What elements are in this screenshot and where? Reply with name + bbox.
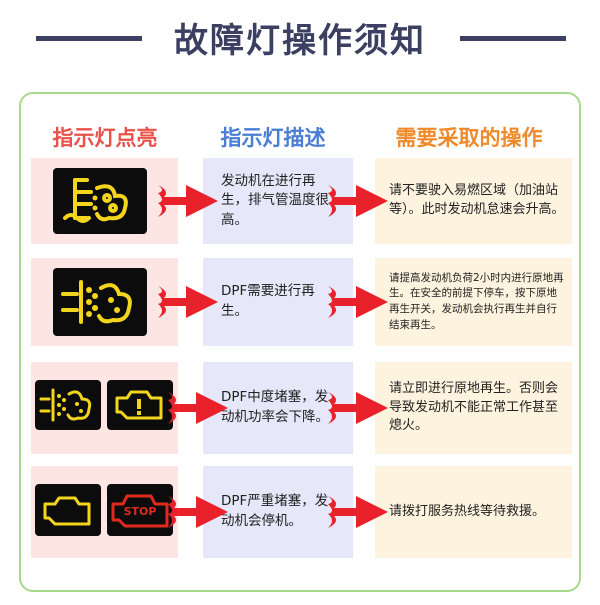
page-title: 故障灯操作须知 [174, 21, 426, 61]
row-2-desc: DPF需要进行再生。 [221, 283, 315, 319]
header-desc: 指示灯描述 [220, 126, 326, 150]
arrow-icon [168, 496, 228, 528]
row-1-desc: 发动机在进行再生，排气管温度很高。 [221, 172, 329, 228]
row-3-light-cell [31, 362, 178, 454]
row-2-desc-cell: DPF需要进行再生。 [203, 258, 353, 346]
dpf-icon [35, 380, 101, 430]
row-2-action: 请提高发动机负荷2小时内进行原地再生。在安全的前提下停车，按下原地再生开关，发动… [389, 271, 564, 331]
header-light: 指示灯点亮 [52, 126, 158, 150]
stop-engine-icon: STOP [107, 484, 173, 536]
row-4-light-cell: STOP [31, 466, 178, 558]
engine-warning-icon [107, 380, 173, 430]
dpf-icon [53, 268, 147, 336]
title-decor-line-left [36, 36, 142, 41]
stop-label: STOP [123, 505, 157, 518]
row-3-action-cell: 请立即进行原地再生。否则会导致发动机不能正常工作甚至熄火。 [375, 362, 572, 454]
row-3-desc: DPF中度堵塞，发动机功率会下降。 [221, 389, 329, 425]
title-decor-line-right [460, 36, 566, 41]
row-4-action: 请拨打服务热线等待救援。 [389, 503, 546, 519]
row-4-action-cell: 请拨打服务热线等待救援。 [375, 466, 572, 558]
row-4-desc: DPF严重堵塞，发动机会停机。 [221, 493, 329, 529]
check-engine-icon [35, 484, 101, 536]
arrow-icon [158, 185, 218, 217]
arrow-icon [328, 392, 388, 424]
row-1-desc-cell: 发动机在进行再生，排气管温度很高。 [203, 158, 353, 244]
row-3-action: 请立即进行原地再生。否则会导致发动机不能正常工作甚至熄火。 [389, 380, 559, 434]
row-1-action-cell: 请不要驶入易燃区域（加油站等）。此时发动机怠速会升高。 [375, 158, 572, 244]
title-row: 故障灯操作须知 [0, 6, 600, 66]
row-1-action: 请不要驶入易燃区域（加油站等）。此时发动机怠速会升高。 [389, 183, 565, 217]
row-2-light-cell [31, 258, 178, 346]
header-action: 需要采取的操作 [395, 126, 543, 150]
row-2-action-cell: 请提高发动机负荷2小时内进行原地再生。在安全的前提下停车，按下原地再生开关，发动… [375, 258, 572, 346]
arrow-icon [168, 392, 228, 424]
dpf-regeneration-high-temp-icon [53, 168, 147, 234]
arrow-icon [328, 185, 388, 217]
arrow-icon [328, 286, 388, 318]
arrow-icon [158, 286, 218, 318]
row-1-light-cell [31, 158, 178, 244]
arrow-icon [328, 496, 388, 528]
